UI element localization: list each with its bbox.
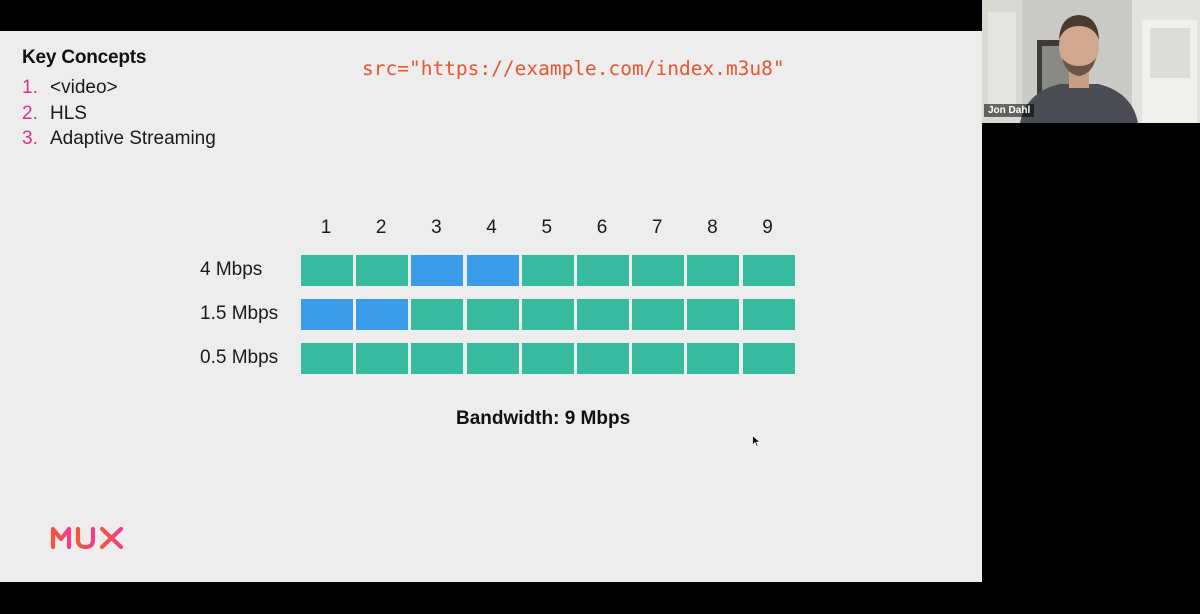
- rendition-label: 1.5 Mbps: [200, 303, 279, 324]
- segment-block: [411, 343, 464, 374]
- concept-label: HLS: [50, 102, 87, 124]
- segment-block: [742, 299, 795, 330]
- segment-block: [356, 255, 409, 286]
- concept-number: 3.: [22, 128, 38, 149]
- segment-number: 9: [762, 217, 773, 238]
- bandwidth-label: Bandwidth: 9 Mbps: [456, 408, 631, 429]
- segment-block: [577, 255, 629, 286]
- concept-item: 3. Adaptive Streaming: [22, 126, 216, 152]
- segment-block: [632, 255, 685, 286]
- concept-number: 2.: [22, 102, 38, 124]
- src-attribute-code: src="https://example.com/index.m3u8": [362, 57, 785, 80]
- segment-block: [521, 299, 574, 330]
- segment-block: [742, 255, 795, 286]
- concept-number: 1.: [22, 77, 38, 98]
- concept-item: 2. HLS: [22, 101, 216, 127]
- participant-name-label: Jon Dahl: [984, 104, 1035, 117]
- participant-video-tile[interactable]: Jon Dahl: [982, 0, 1200, 123]
- segment-number: 2: [375, 217, 387, 238]
- segment-block: [687, 299, 740, 330]
- segment-block: [687, 343, 740, 374]
- rendition-label: 4 Mbps: [200, 259, 263, 280]
- mouse-cursor-icon: [752, 434, 762, 453]
- segment-block: [577, 299, 629, 330]
- segment-block: [742, 343, 795, 374]
- segment-block: [466, 299, 519, 330]
- mux-logo-graphic: [50, 526, 124, 550]
- concept-list: 1. <video> 2. HLS 3. Adaptive Streaming: [22, 75, 216, 152]
- segment-block-selected: [301, 299, 353, 330]
- concept-item: 1. <video>: [22, 75, 216, 101]
- segment-block: [577, 343, 629, 374]
- segment-block: [521, 255, 574, 286]
- segment-number-row: 1 2 3 4 5 6 7 8 9: [300, 217, 800, 241]
- segment-block: [301, 343, 353, 374]
- segment-number: 3: [431, 217, 442, 238]
- participant-video-feed: [982, 0, 1200, 123]
- presentation-slide: Key Concepts 1. <video> 2. HLS 3. Adaptive …: [0, 31, 982, 582]
- segment-block: [687, 255, 740, 286]
- segment-block: [411, 299, 464, 330]
- segment-number: 7: [651, 217, 663, 238]
- segment-block-selected: [356, 299, 409, 330]
- segment-number: 1: [320, 217, 332, 238]
- segment-block-selected: [466, 255, 519, 286]
- segment-number: 8: [707, 217, 718, 238]
- segment-block: [632, 343, 685, 374]
- segment-block: [356, 343, 409, 374]
- segment-block: [301, 255, 353, 286]
- segment-block: [521, 343, 574, 374]
- segment-number: 4: [486, 217, 497, 238]
- segment-block: [632, 299, 685, 330]
- segment-number: 5: [541, 217, 553, 238]
- segment-block-selected: [411, 255, 464, 286]
- mux-logo: [50, 523, 126, 558]
- rendition-label: 0.5 Mbps: [200, 347, 279, 368]
- segment-number: 6: [596, 217, 608, 238]
- concept-label: <video>: [50, 77, 118, 98]
- slide-title: Key Concepts: [22, 47, 147, 68]
- concept-label: Adaptive Streaming: [50, 128, 216, 149]
- segment-block: [466, 343, 519, 374]
